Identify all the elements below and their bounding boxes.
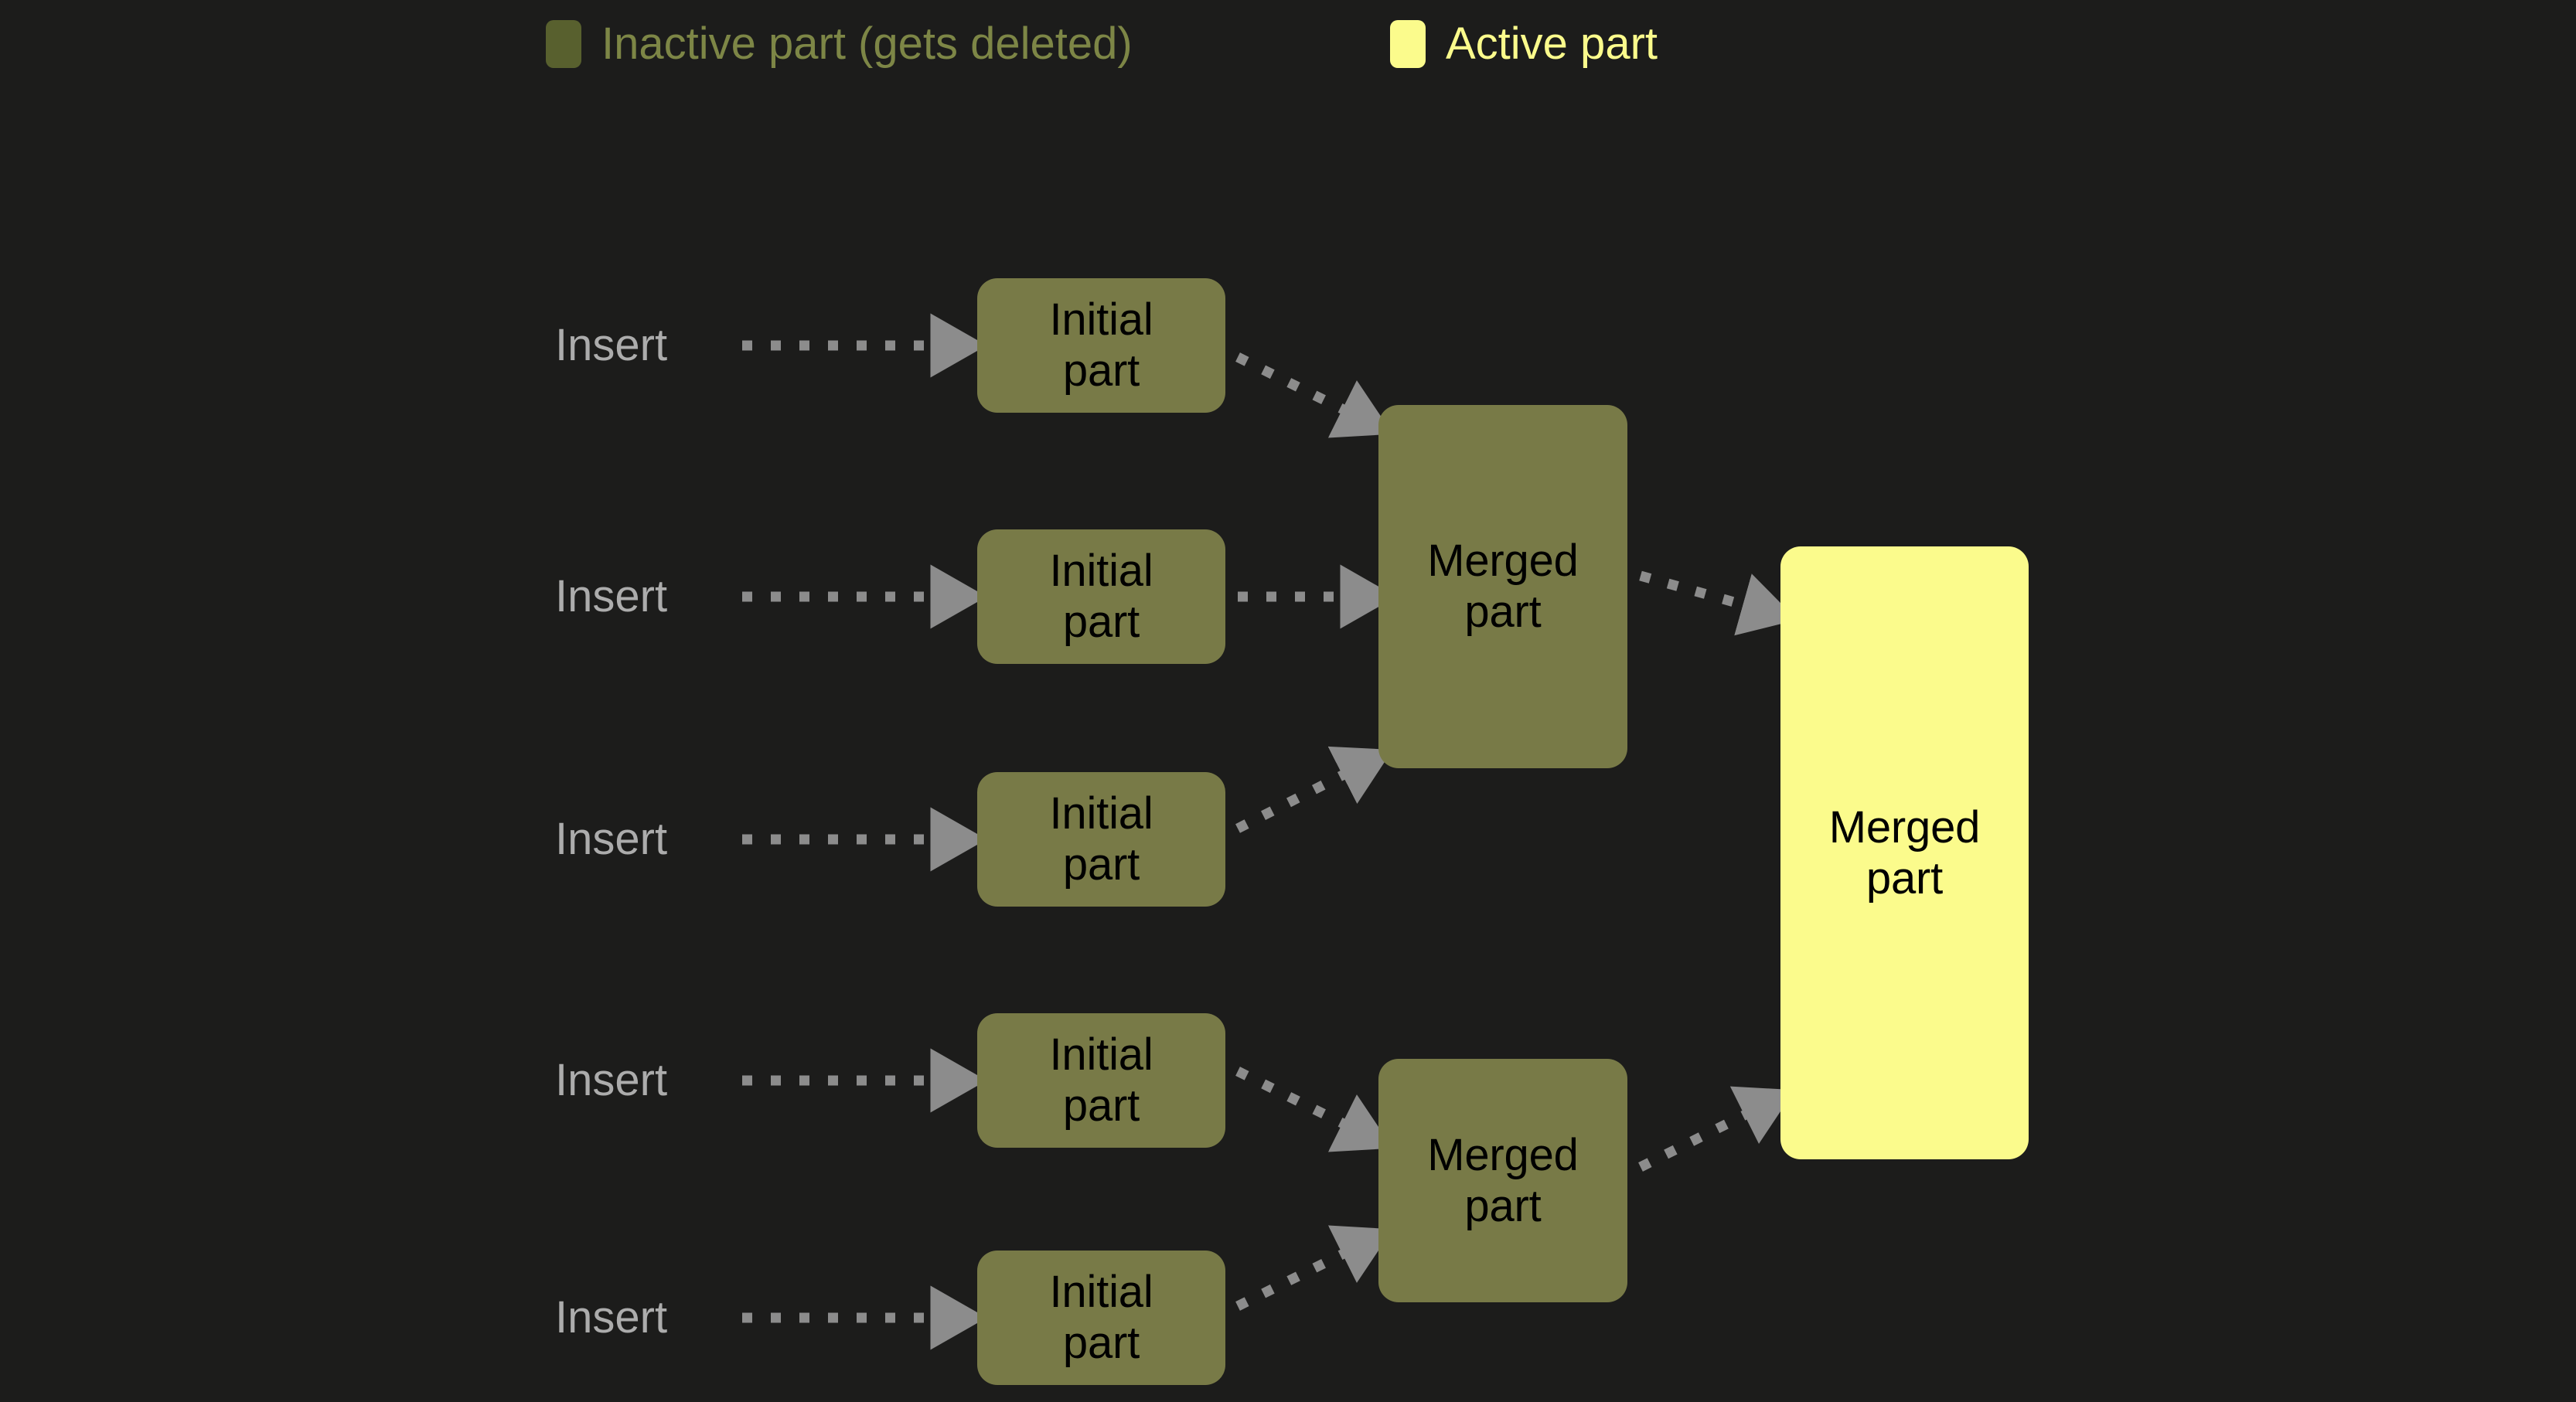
initial-part-5[interactable]: Initial part <box>977 1251 1225 1385</box>
merged-part-2[interactable]: Merged part <box>1378 1059 1627 1302</box>
initial-part-2-line1: Initial <box>1049 546 1153 597</box>
edge-merged-part-2-to-final-merged-part <box>1638 1086 1795 1172</box>
initial-part-4[interactable]: Initial part <box>977 1013 1225 1148</box>
initial-part-2[interactable]: Initial part <box>977 529 1225 664</box>
final-merged-part[interactable]: Merged part <box>1780 546 2029 1159</box>
initial-part-1[interactable]: Initial part <box>977 278 1225 413</box>
initial-part-5-line1: Initial <box>1049 1267 1153 1318</box>
edge-initial-part-3-to-merged-part-1 <box>1235 746 1393 833</box>
legend-swatch-active-icon <box>1390 20 1426 68</box>
initial-part-4-text: Initial part <box>1050 1029 1153 1131</box>
initial-part-3-text: Initial part <box>1050 788 1153 890</box>
initial-part-1-text: Initial part <box>1050 294 1153 396</box>
legend-item-active: Active part <box>1390 20 1658 68</box>
legend-swatch-inactive-icon <box>546 20 581 68</box>
initial-part-5-line2: part <box>1062 1318 1140 1368</box>
insert-label-5: Insert <box>555 1292 668 1342</box>
initial-part-4-line1: Initial <box>1049 1029 1153 1080</box>
merged-part-1-line2: part <box>1464 587 1542 637</box>
final-merged-part-text: Merged part <box>1828 801 1981 903</box>
insert-label-1: Insert <box>555 320 668 370</box>
legend-label-inactive: Inactive part (gets deleted) <box>601 19 1133 69</box>
final-merged-part-line1: Merged <box>1828 801 1981 852</box>
initial-part-5-text: Initial part <box>1050 1267 1153 1368</box>
initial-part-3-line1: Initial <box>1049 788 1153 839</box>
merged-part-1-text: Merged part <box>1427 536 1579 637</box>
merged-part-2-line2: part <box>1464 1180 1542 1231</box>
initial-part-3-line2: part <box>1062 839 1140 890</box>
final-merged-part-line2: part <box>1866 852 1944 903</box>
edge-initial-part-5-to-merged-part-2 <box>1235 1225 1393 1311</box>
initial-part-3[interactable]: Initial part <box>977 772 1225 907</box>
merged-part-2-line1: Merged <box>1427 1129 1579 1180</box>
edge-initial-part-1-to-merged-part-1 <box>1235 352 1393 438</box>
merged-part-1-line1: Merged <box>1427 536 1579 587</box>
initial-part-1-line1: Initial <box>1049 294 1153 345</box>
edge-merged-part-1-to-final-merged-part <box>1639 570 1797 636</box>
legend-item-inactive: Inactive part (gets deleted) <box>546 20 1133 68</box>
insert-label-2: Insert <box>555 571 668 621</box>
legend: Inactive part (gets deleted) Active part <box>0 0 2576 100</box>
insert-label-4: Insert <box>555 1055 668 1105</box>
edge-initial-part-4-to-merged-part-2 <box>1235 1067 1393 1152</box>
merged-part-2-text: Merged part <box>1427 1129 1579 1231</box>
initial-part-2-line2: part <box>1062 597 1140 647</box>
insert-label-3: Insert <box>555 814 668 864</box>
merged-part-1[interactable]: Merged part <box>1378 405 1627 768</box>
initial-part-2-text: Initial part <box>1050 546 1153 647</box>
legend-label-active: Active part <box>1446 19 1658 69</box>
initial-part-4-line2: part <box>1062 1080 1140 1131</box>
initial-part-1-line2: part <box>1062 345 1140 396</box>
